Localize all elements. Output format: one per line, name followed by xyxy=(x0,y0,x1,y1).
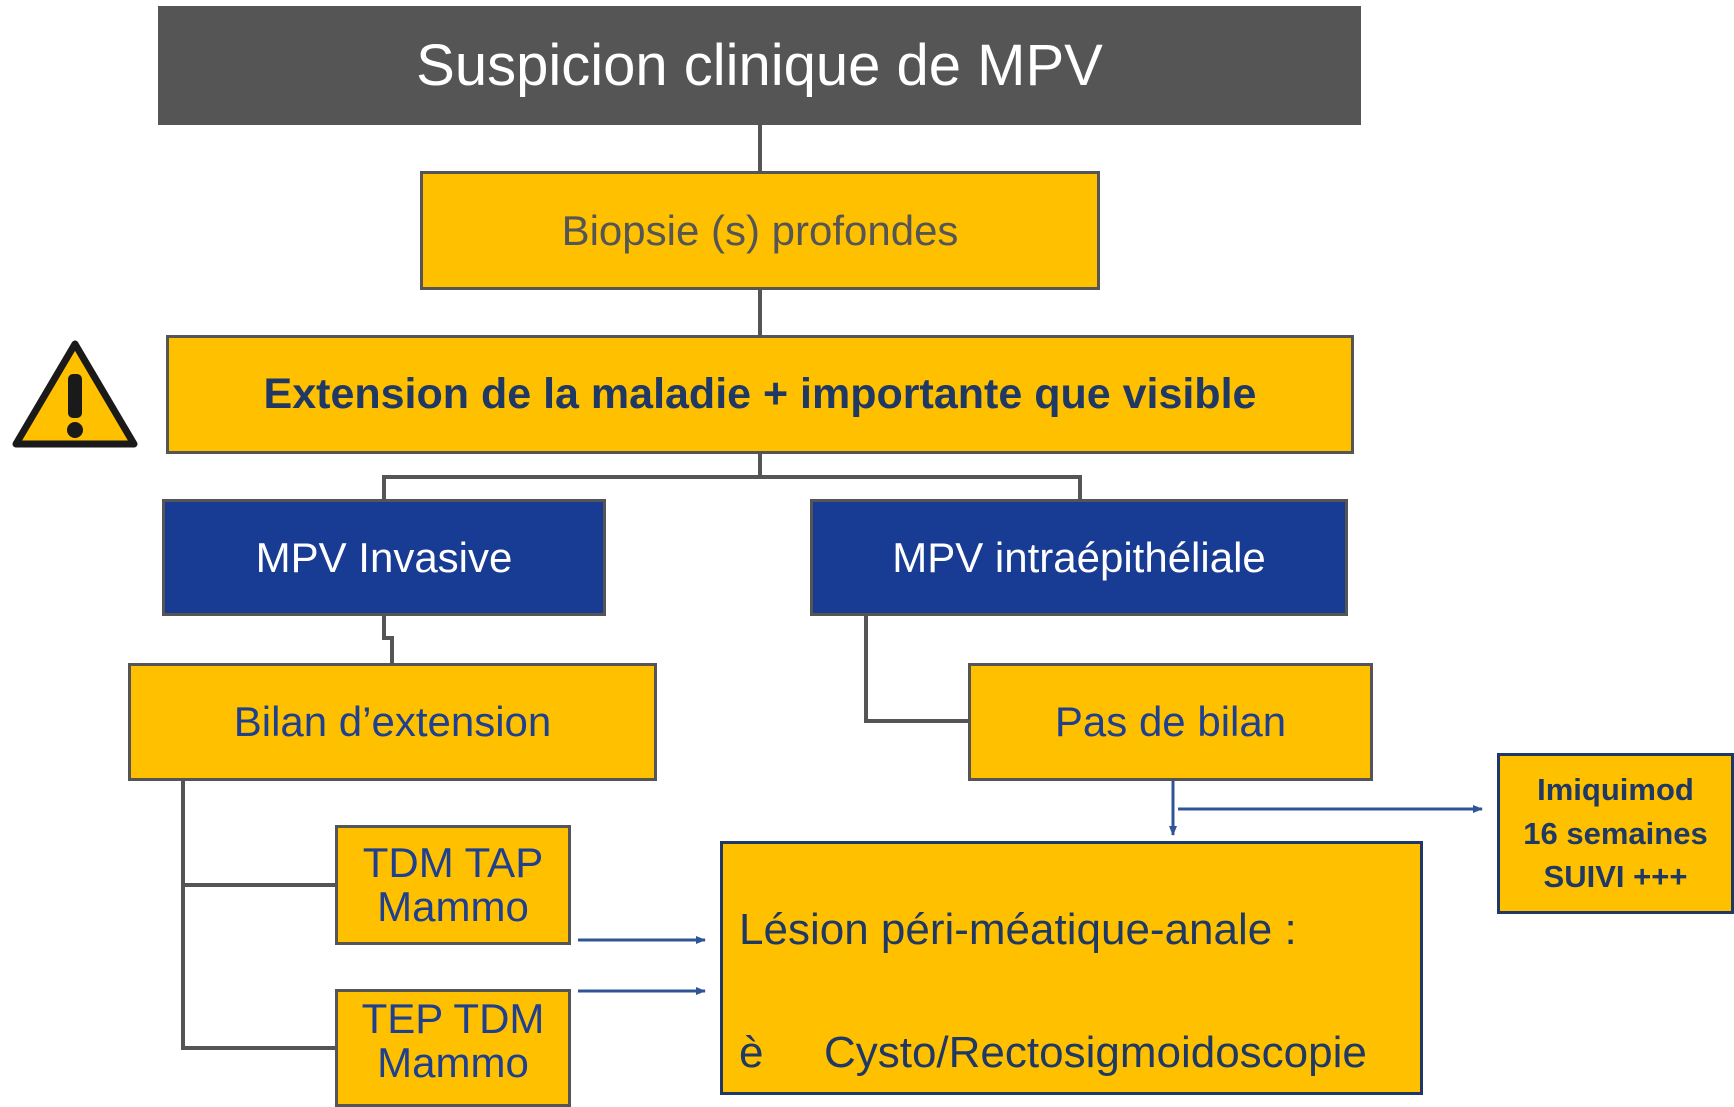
biopsy-label: Biopsie (s) profondes xyxy=(561,206,959,254)
connector-extension-branches xyxy=(382,452,762,500)
imiquimod-box: Imiquimod 16 semaines SUIVI +++ xyxy=(1497,753,1734,914)
title-box: Suspicion clinique de MPV xyxy=(158,6,1361,125)
connector-extension-intra xyxy=(760,475,1082,500)
title-label: Suspicion clinique de MPV xyxy=(416,33,1103,98)
lesion-arrow-glyph: è xyxy=(739,1028,764,1077)
intraepithelial-box: MPV intraépithéliale xyxy=(810,499,1348,616)
lesion-box: Lésion péri-méatique-anale : è Cysto/Rec… xyxy=(720,841,1423,1095)
extension-box: Extension de la maladie + importante que… xyxy=(166,335,1354,454)
extension-label: Extension de la maladie + importante que… xyxy=(263,370,1257,418)
tdm-tap-box: TDM TAP Mammo xyxy=(335,825,571,945)
tep-tdm-line1: TEP TDM xyxy=(361,995,545,1042)
biopsy-box: Biopsie (s) profondes xyxy=(420,171,1100,290)
pas-bilan-label: Pas de bilan xyxy=(1054,698,1287,745)
tep-tdm-box: TEP TDM Mammo xyxy=(335,989,571,1107)
invasive-label: MPV Invasive xyxy=(255,533,513,581)
lesion-line1: Lésion péri-méatique-anale : xyxy=(739,905,1297,954)
warning-icon xyxy=(12,340,138,448)
connector-invasive-bilan xyxy=(382,615,394,664)
tdm-tap-line1: TDM TAP xyxy=(362,838,544,886)
bilan-box: Bilan d’extension xyxy=(128,663,657,781)
pas-bilan-box: Pas de bilan xyxy=(968,663,1373,781)
connector-intra-pasbilan xyxy=(864,615,970,723)
lesion-line2: Cysto/Rectosigmoidoscopie xyxy=(823,1028,1367,1077)
imiquimod-line1: Imiquimod xyxy=(1537,772,1694,808)
imiquimod-line3: SUIVI +++ xyxy=(1543,859,1688,895)
connector-bilan-tree xyxy=(181,779,336,1050)
imiquimod-line2: 16 semaines xyxy=(1523,815,1708,851)
intraepithelial-label: MPV intraépithéliale xyxy=(892,533,1266,581)
invasive-box: MPV Invasive xyxy=(162,499,606,616)
tdm-tap-line2: Mammo xyxy=(377,883,529,930)
bilan-label: Bilan d’extension xyxy=(233,698,552,745)
tep-tdm-line2: Mammo xyxy=(377,1039,529,1087)
